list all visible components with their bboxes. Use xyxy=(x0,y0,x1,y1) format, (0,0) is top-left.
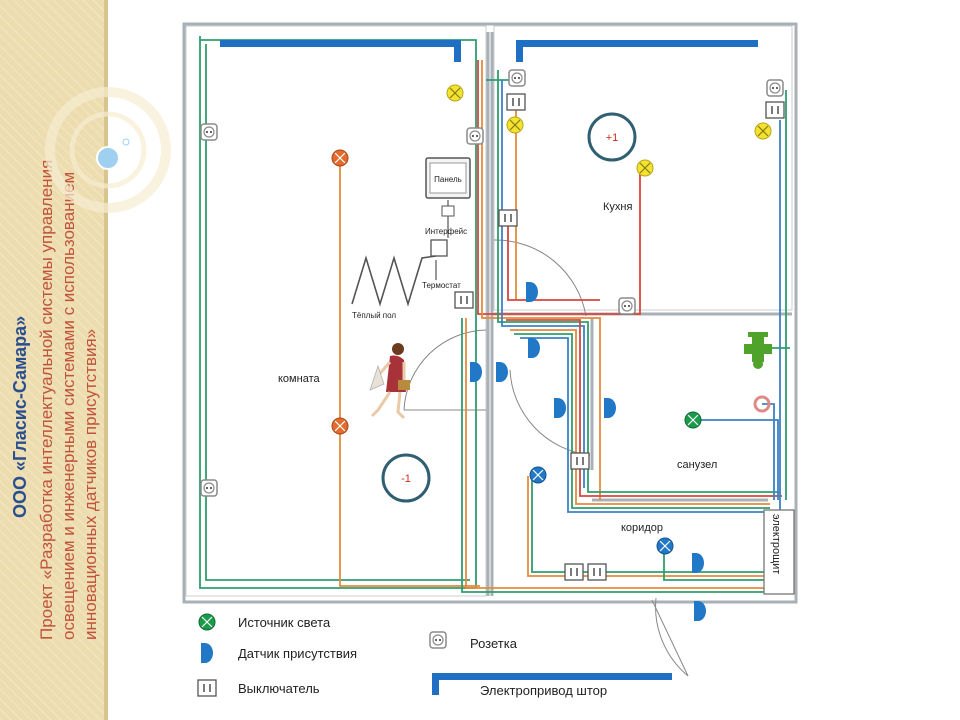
socket-icon xyxy=(618,297,636,315)
socket-icon xyxy=(200,123,218,141)
curtain-drive-icon xyxy=(220,40,461,62)
decor-circles xyxy=(45,87,171,213)
presence-sensor-icon xyxy=(470,362,482,382)
switch-icon xyxy=(587,563,607,581)
light-source-icon xyxy=(636,159,654,177)
doors xyxy=(403,239,689,677)
level-marker-upper: +1 xyxy=(587,112,637,162)
light-source-icon xyxy=(754,122,772,140)
switch-icon xyxy=(506,93,526,111)
curtain-drive-icon xyxy=(432,673,439,695)
kitchen-label: Кухня xyxy=(603,201,632,213)
presence-sensor-icon xyxy=(528,338,540,358)
svg-text:+1: +1 xyxy=(606,132,619,144)
switch-icon xyxy=(570,452,590,470)
legend-socket: Розетка xyxy=(470,636,518,651)
socket-icon xyxy=(200,479,218,497)
interface-label: Интерфейс xyxy=(425,227,467,236)
thermostat-label: Термостат xyxy=(422,281,461,290)
presence-sensor-icon xyxy=(692,553,704,573)
bathroom-label: санузел xyxy=(677,459,717,471)
legend: Источник света Датчик присутствия Выключ… xyxy=(197,613,672,698)
valve-icon xyxy=(744,332,772,369)
socket-icon xyxy=(466,127,484,145)
warm-floor-heater xyxy=(351,255,437,307)
wiring xyxy=(199,36,790,593)
presence-sensor-icon xyxy=(496,362,508,382)
socket-icon xyxy=(429,631,447,649)
light-source-icon xyxy=(529,466,547,484)
corridor-label: коридор xyxy=(621,522,663,534)
socket-icon xyxy=(766,79,784,97)
presence-sensor-icon xyxy=(694,601,706,621)
light-source-icon xyxy=(684,411,702,429)
panel-label: Панель xyxy=(434,175,462,184)
svg-text:-1: -1 xyxy=(401,473,411,485)
light-source-icon xyxy=(656,537,674,555)
curtain-drive-icon xyxy=(516,40,758,62)
switch-icon xyxy=(454,291,474,309)
legend-presence-sensor: Датчик присутствия xyxy=(238,646,357,661)
sidebar-edge xyxy=(104,0,108,720)
presence-sensor-icon xyxy=(201,643,213,663)
switch-icon xyxy=(564,563,584,581)
woman-figure-icon xyxy=(369,343,410,420)
panel-device: Панель xyxy=(425,157,471,217)
inner-wall xyxy=(493,25,793,311)
warm-floor-label: Тёплый пол xyxy=(352,311,396,320)
electric-cabinet-label: электрощит xyxy=(770,514,782,574)
walls xyxy=(182,22,798,604)
switch-icon xyxy=(197,679,217,697)
ring-lamp-icon xyxy=(753,395,771,413)
electric-cabinet: электрощит xyxy=(763,509,795,595)
light-source-icon xyxy=(331,149,349,167)
legend-light-source: Источник света xyxy=(238,615,331,630)
light-source-icon xyxy=(331,417,349,435)
socket-icon xyxy=(508,69,526,87)
inner-wall xyxy=(185,25,487,597)
presence-sensor-icon xyxy=(526,282,538,302)
level-marker-lower: -1 xyxy=(381,453,431,503)
curtain-drive-icon xyxy=(432,673,672,680)
switch-icon xyxy=(498,209,518,227)
presence-sensor-icon xyxy=(554,398,566,418)
light-source-icon xyxy=(198,613,216,631)
light-source-icon xyxy=(446,84,464,102)
thermostat-device xyxy=(430,239,448,257)
legend-switch: Выключатель xyxy=(238,681,320,696)
presence-sensor-icon xyxy=(604,398,616,418)
room-label: комната xyxy=(278,373,320,385)
switch-icon xyxy=(765,101,785,119)
legend-curtain-drive: Электропривод штор xyxy=(480,683,607,698)
light-source-icon xyxy=(506,116,524,134)
